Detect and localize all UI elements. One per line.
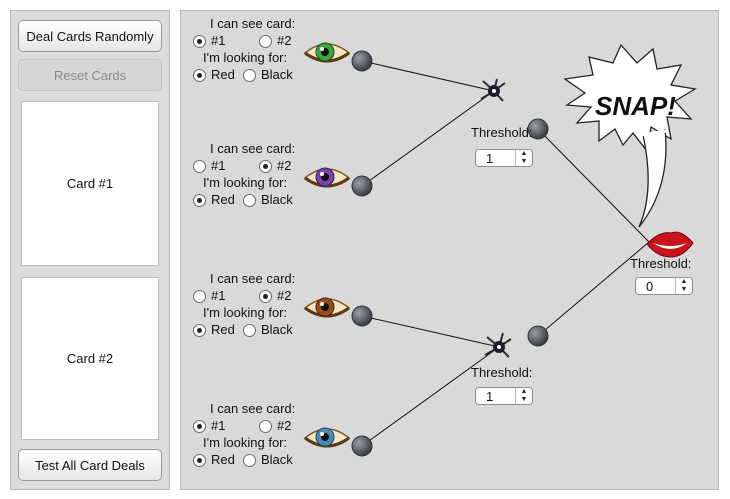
see-card-label: I can see card:	[210, 401, 296, 416]
radio-see-card-1[interactable]	[193, 420, 206, 433]
neuron-2-threshold-label: Threshold:	[471, 365, 533, 380]
neuron-2	[484, 332, 512, 358]
eye-icon	[303, 297, 351, 318]
see-card-label: I can see card:	[210, 271, 296, 286]
radio-black[interactable]	[243, 454, 256, 467]
output-threshold-label: Threshold:	[630, 256, 692, 271]
wire-eye1-neuron1	[361, 60, 495, 92]
stepper-arrows-icon[interactable]: ▲▼	[515, 388, 532, 404]
spinner-value: 1	[486, 151, 494, 166]
neuron-2-threshold-spinner[interactable]: 1 ▲▼	[475, 387, 533, 405]
reset-cards-button[interactable]: Reset Cards	[18, 59, 162, 91]
spinner-value: 1	[486, 389, 494, 404]
output-threshold-spinner[interactable]: 0 ▲▼	[635, 277, 693, 295]
radio-label: Red	[211, 67, 235, 82]
eye-4-terminal	[351, 435, 373, 457]
radio-label: Red	[211, 192, 235, 207]
stepper-arrows-icon[interactable]: ▲▼	[515, 150, 532, 166]
mouth-icon	[646, 231, 694, 258]
radio-label: #2	[277, 418, 292, 433]
eye-icon	[303, 427, 351, 448]
deal-cards-button[interactable]: Deal Cards Randomly	[18, 20, 162, 52]
neuron-1	[480, 78, 506, 102]
radio-see-card-2[interactable]	[259, 290, 272, 303]
radio-see-card-2[interactable]	[259, 160, 272, 173]
see-card-label: I can see card:	[210, 141, 296, 156]
radio-label: #1	[211, 33, 226, 48]
neuron-1-threshold-spinner[interactable]: 1 ▲▼	[475, 149, 533, 167]
radio-red[interactable]	[193, 69, 206, 82]
wire-eye3-neuron2	[361, 315, 500, 348]
radio-label: Red	[211, 322, 235, 337]
radio-label: #2	[277, 288, 292, 303]
stepper-arrows-icon[interactable]: ▲▼	[675, 278, 692, 294]
spinner-value: 0	[646, 279, 654, 294]
wire-eye2-neuron1	[361, 90, 495, 187]
radio-label: #2	[277, 33, 292, 48]
radio-label: #2	[277, 158, 292, 173]
radio-black[interactable]	[243, 69, 256, 82]
neuron-1-terminal	[527, 118, 549, 140]
snap-speech-bubble	[563, 43, 697, 228]
card-1[interactable]: Card #1	[21, 101, 159, 266]
radio-label: Black	[261, 192, 293, 207]
radio-red[interactable]	[193, 324, 206, 337]
radio-label: Black	[261, 322, 293, 337]
eye-icon	[303, 42, 351, 63]
looking-for-label: I'm looking for:	[203, 50, 288, 65]
test-all-deals-button[interactable]: Test All Card Deals	[18, 449, 162, 481]
card-2[interactable]: Card #2	[21, 277, 159, 440]
radio-red[interactable]	[193, 454, 206, 467]
radio-label: #1	[211, 288, 226, 303]
radio-black[interactable]	[243, 194, 256, 207]
neuron-1-threshold-label: Threshold:	[471, 125, 533, 140]
controls-panel: Deal Cards Randomly Reset Cards Card #1 …	[10, 10, 170, 490]
network-panel: SNAP! I can see card: #1 #2 I'm looking …	[180, 10, 719, 490]
radio-label: Red	[211, 452, 235, 467]
eye-1-terminal	[351, 50, 373, 72]
see-card-label: I can see card:	[210, 16, 296, 31]
radio-see-card-2[interactable]	[259, 420, 272, 433]
radio-label: Black	[261, 452, 293, 467]
looking-for-label: I'm looking for:	[203, 305, 288, 320]
radio-see-card-1[interactable]	[193, 35, 206, 48]
looking-for-label: I'm looking for:	[203, 175, 288, 190]
wire-eye4-neuron2	[361, 346, 500, 447]
eye-2-terminal	[351, 175, 373, 197]
radio-see-card-1[interactable]	[193, 160, 206, 173]
radio-see-card-1[interactable]	[193, 290, 206, 303]
eye-icon	[303, 167, 351, 188]
radio-label: #1	[211, 158, 226, 173]
wire-neuron2-output	[537, 241, 650, 337]
radio-see-card-2[interactable]	[259, 35, 272, 48]
radio-label: Black	[261, 67, 293, 82]
radio-label: #1	[211, 418, 226, 433]
looking-for-label: I'm looking for:	[203, 435, 288, 450]
snap-text: SNAP!	[595, 91, 676, 121]
wire-diagram	[351, 43, 697, 457]
neuron-2-terminal	[527, 325, 549, 347]
radio-red[interactable]	[193, 194, 206, 207]
eye-3-terminal	[351, 305, 373, 327]
wire-neuron1-output	[537, 128, 650, 243]
radio-black[interactable]	[243, 324, 256, 337]
